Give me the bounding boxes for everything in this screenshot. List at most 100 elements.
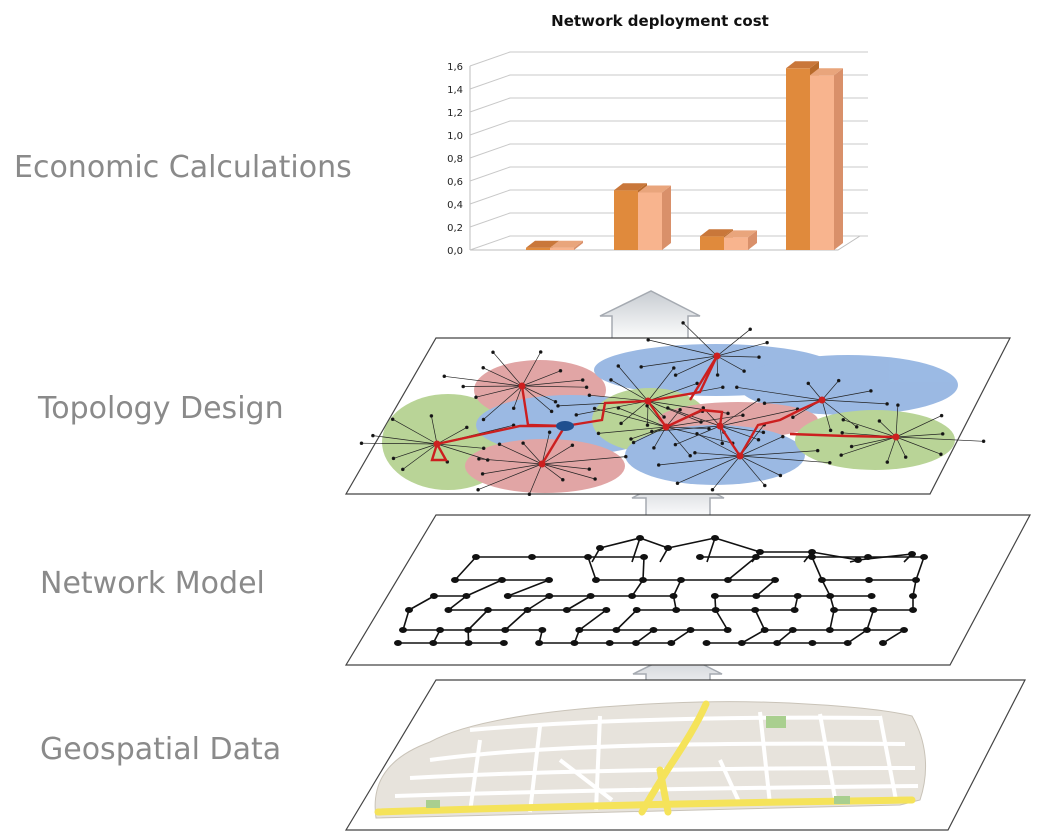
chart-bar-series2-4 <box>810 68 843 250</box>
access-node <box>656 463 661 467</box>
access-link <box>886 436 897 463</box>
access-link <box>716 329 751 357</box>
access-node <box>688 453 692 458</box>
access-link <box>630 426 667 440</box>
access-node <box>645 404 649 408</box>
network-node <box>399 627 407 633</box>
network-node <box>545 593 554 599</box>
access-node <box>465 425 469 430</box>
hub-node <box>518 382 526 390</box>
network-node <box>696 554 704 560</box>
access-node <box>675 481 680 486</box>
network-edge <box>642 556 645 581</box>
map-street <box>394 784 919 798</box>
access-node <box>828 460 832 465</box>
network-node <box>444 607 453 613</box>
map-street <box>594 715 602 811</box>
access-link <box>633 426 667 443</box>
access-link <box>821 399 888 405</box>
access-node <box>631 440 636 445</box>
network-node <box>584 554 592 560</box>
access-node <box>756 398 761 402</box>
access-node <box>639 365 643 369</box>
access-node <box>828 428 833 433</box>
network-node <box>790 607 799 613</box>
access-node <box>815 448 820 453</box>
hub-node <box>716 422 724 430</box>
network-node <box>818 577 826 583</box>
chart-gridline <box>469 212 868 228</box>
network-node <box>771 577 779 583</box>
map-street <box>878 715 898 801</box>
access-link <box>739 450 818 457</box>
network-edge <box>811 551 859 561</box>
network-node <box>865 577 873 583</box>
access-node <box>646 338 650 342</box>
access-node <box>390 417 395 421</box>
access-node <box>885 402 889 406</box>
access-link <box>647 367 675 402</box>
access-node <box>497 442 502 447</box>
network-node <box>808 640 817 646</box>
map-street <box>558 758 614 802</box>
network-node <box>723 627 732 633</box>
access-node <box>662 415 666 419</box>
network-node <box>503 593 512 599</box>
access-link <box>641 355 718 368</box>
access-link <box>821 380 839 401</box>
access-link <box>594 408 667 428</box>
central-node <box>556 421 574 431</box>
access-node <box>940 432 945 436</box>
network-edge <box>631 537 641 563</box>
access-node <box>461 384 465 389</box>
access-node <box>748 327 752 332</box>
access-node <box>561 477 565 482</box>
network-node <box>640 554 648 560</box>
network-edge <box>447 595 467 611</box>
access-node <box>672 366 676 370</box>
network-edge <box>714 537 761 553</box>
network-edge <box>402 609 410 631</box>
access-link <box>618 407 667 428</box>
network-node <box>667 640 676 646</box>
network-node <box>808 549 816 555</box>
network-node <box>592 577 600 583</box>
access-node <box>556 404 560 408</box>
access-link <box>522 442 543 465</box>
network-edge <box>466 579 503 597</box>
network-edge <box>882 629 905 644</box>
access-link <box>610 379 649 402</box>
access-node <box>511 406 516 411</box>
hub-node <box>644 397 652 405</box>
access-link <box>665 414 743 428</box>
network-node <box>909 593 917 599</box>
network-node <box>830 607 839 613</box>
network-edge <box>667 537 716 549</box>
access-link <box>492 351 523 387</box>
network-node <box>562 607 571 613</box>
access-node <box>616 406 621 410</box>
map-street <box>429 741 906 762</box>
network-node <box>483 607 492 613</box>
access-link <box>541 445 573 465</box>
access-node <box>429 414 434 418</box>
chart-gridline <box>469 143 868 159</box>
access-link <box>513 385 523 409</box>
access-link <box>529 463 543 495</box>
access-link <box>431 415 438 445</box>
network-node <box>501 627 510 633</box>
access-link <box>521 379 583 387</box>
network-edge <box>754 609 766 631</box>
access-node <box>761 430 766 435</box>
access-link <box>393 443 438 459</box>
map-street <box>528 725 542 813</box>
map-park <box>426 800 440 808</box>
network-node <box>632 607 641 613</box>
hub-node <box>538 460 546 468</box>
access-link <box>677 455 741 484</box>
access-node <box>652 446 656 450</box>
access-link <box>478 458 543 465</box>
y-tick-label: 0,0 <box>447 246 463 257</box>
access-node <box>806 381 811 386</box>
network-node <box>711 535 719 541</box>
